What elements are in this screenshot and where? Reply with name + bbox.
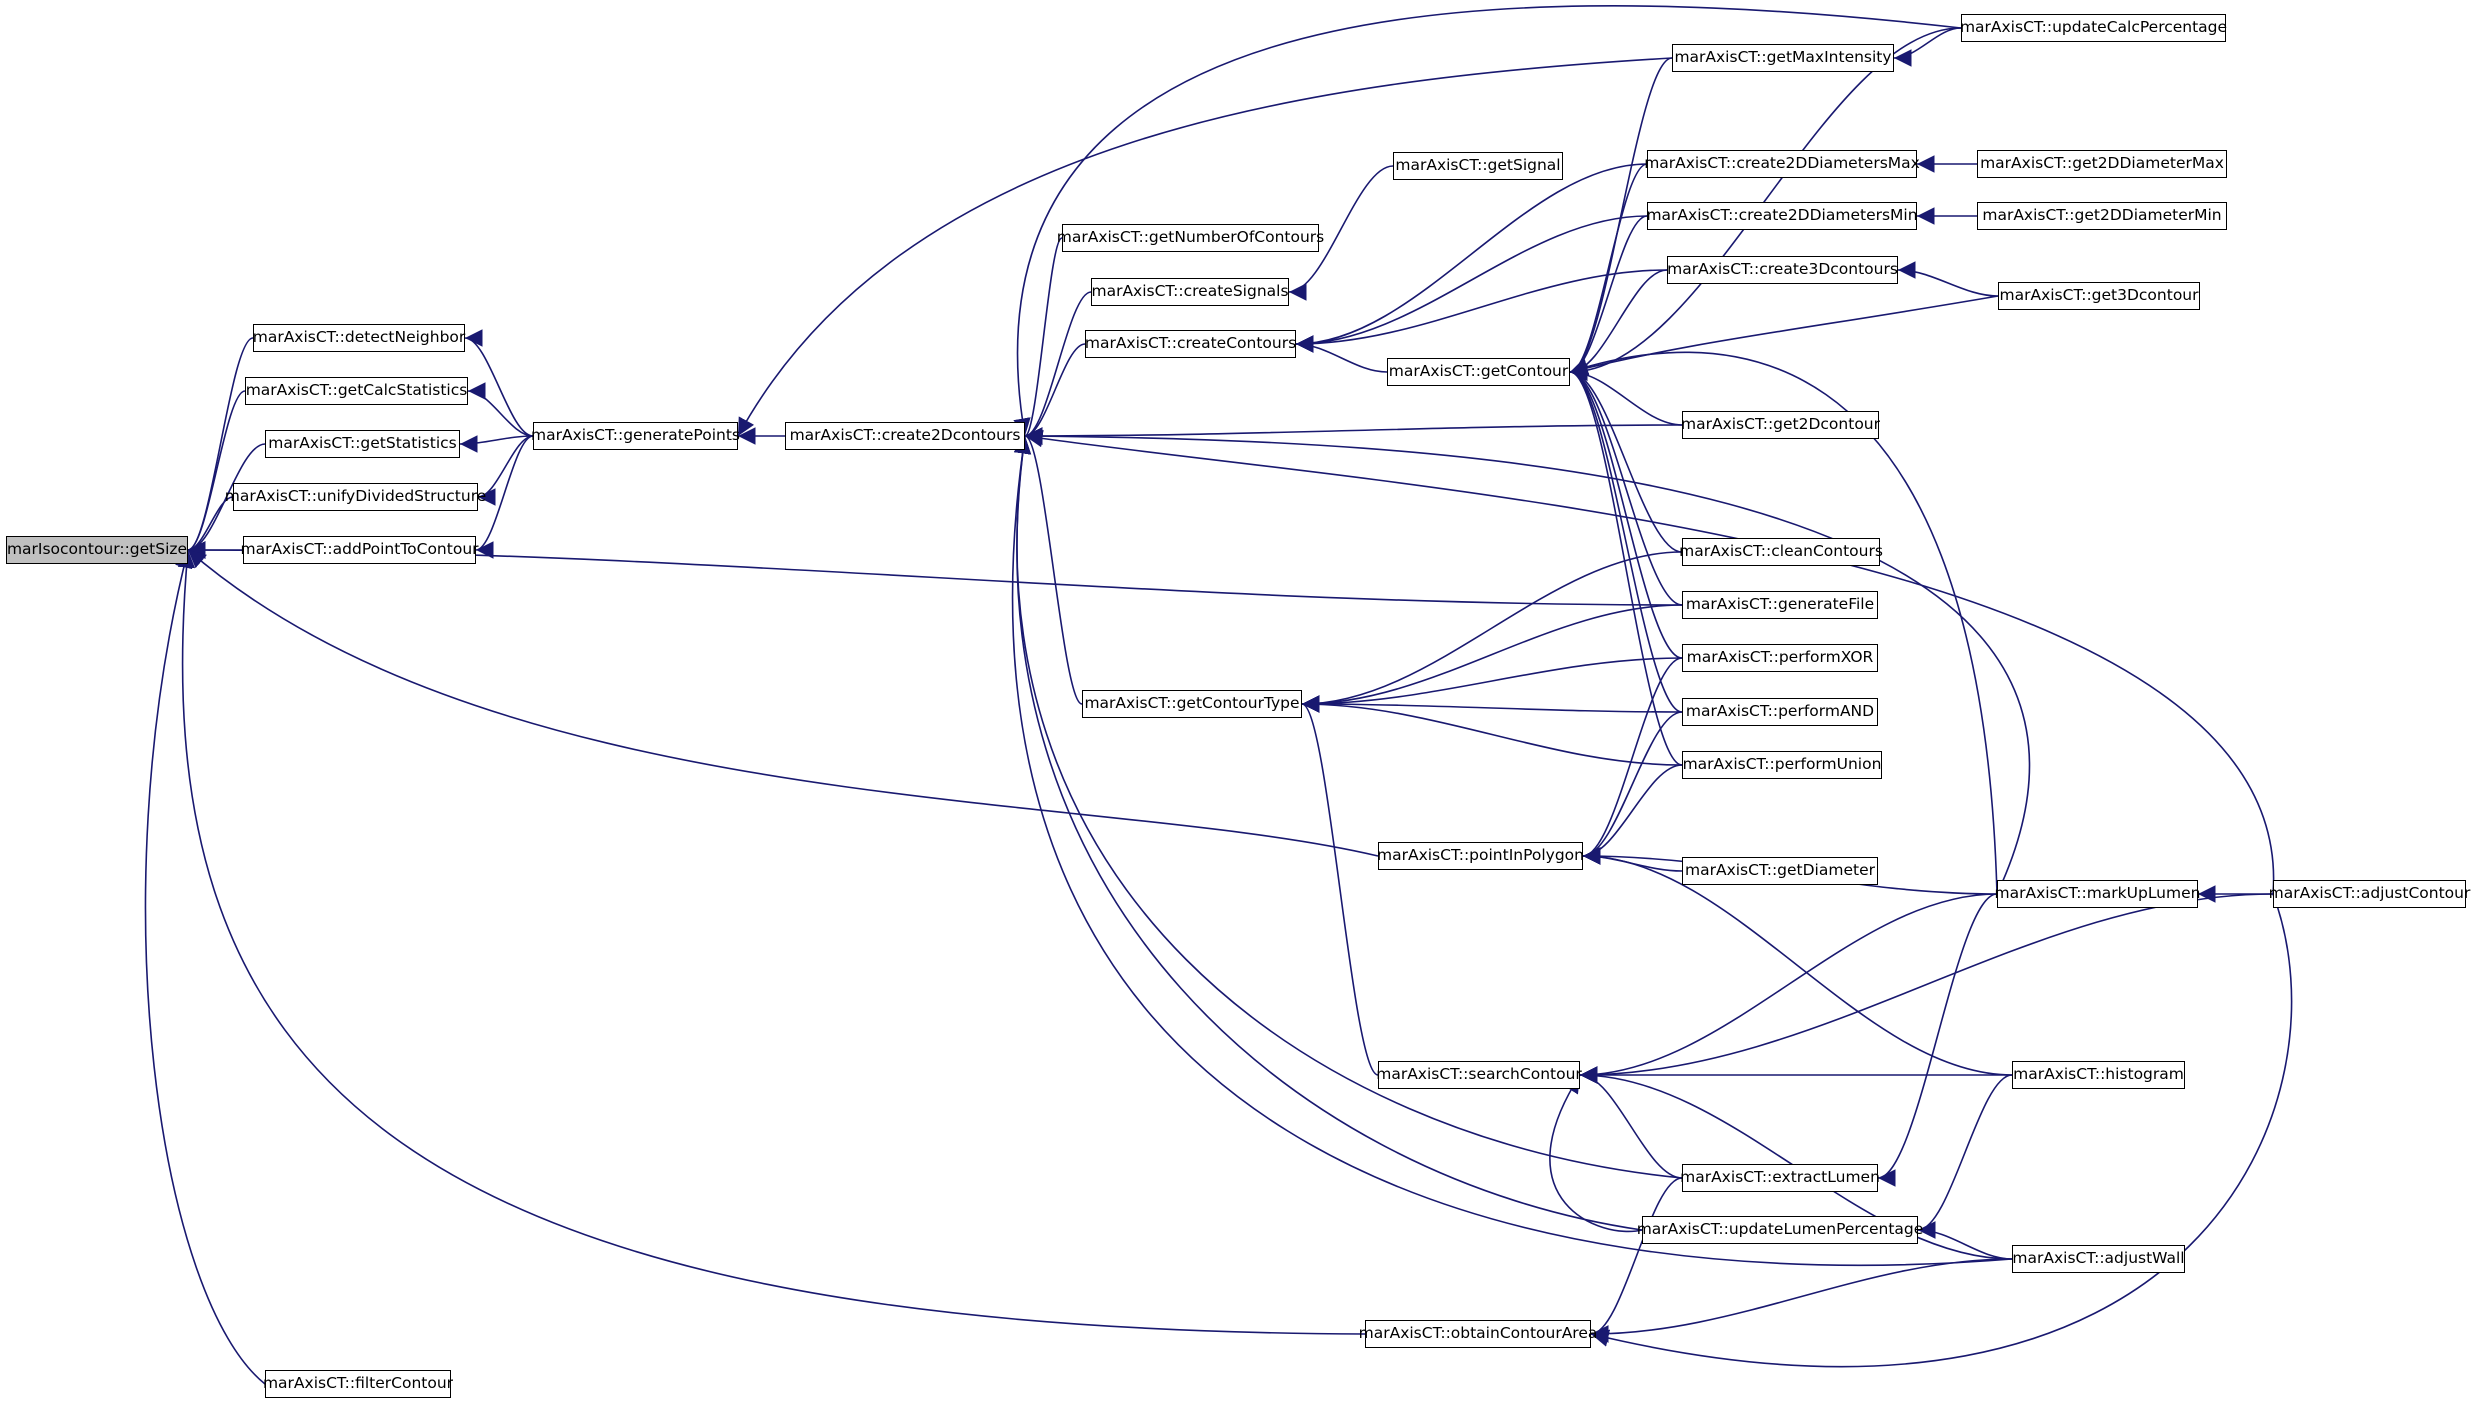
node-pointInPolygon[interactable]: marAxisCT::pointInPolygon [1377,842,1584,870]
edge-performUnion-to-pointInPolygon [1582,764,1683,865]
node-createContours[interactable]: marAxisCT::createContours [1085,330,1296,358]
edge-getMaxIntensity-to-generatePoints [737,57,1673,437]
node-create2DDiametersMax[interactable]: marAxisCT::create2DDiametersMax [1644,150,1920,178]
edge-filterContour-to-getSize [144,549,266,1385]
node-filterContour[interactable]: marAxisCT::filterContour [263,1370,453,1398]
edge-get3Dcontour-to-create3Dcontours [1897,261,1999,297]
node-getMaxIntensity[interactable]: marAxisCT::getMaxIntensity [1672,44,1894,72]
node-get2DDiameterMax[interactable]: marAxisCT::get2DDiameterMax [1977,150,2227,178]
node-performUnion[interactable]: marAxisCT::performUnion [1682,751,1882,779]
edge-generateFile-to-getContourType [1301,604,1683,713]
node-addPointToContour[interactable]: marAxisCT::addPointToContour [240,536,479,564]
edge-getSignal-to-createSignals [1288,165,1394,301]
edge-cleanContours-to-getContourType [1301,551,1683,713]
node-performXOR[interactable]: marAxisCT::performXOR [1682,644,1878,672]
edge-generatePoints-to-addPointToContour [475,435,534,559]
edge-get2Dcontour-to-create2Dcontours [1024,424,1683,445]
node-adjustContour[interactable]: marAxisCT::adjustContour [2269,880,2470,908]
node-cleanContours[interactable]: marAxisCT::cleanContours [1679,538,1883,566]
edge-performAND-to-getContourType [1301,695,1683,713]
node-histogram[interactable]: marAxisCT::histogram [2012,1061,2185,1089]
node-getDiameter[interactable]: marAxisCT::getDiameter [1682,857,1878,885]
edge-searchContour-to-getContourType [1301,695,1379,1076]
edge-get3Dcontour-to-getContour [1569,295,1999,377]
node-createSignals[interactable]: marAxisCT::createSignals [1091,278,1289,306]
edge-updateCalcPercentage-to-getMaxIntensity [1893,27,1962,67]
node-get2DDiameterMin[interactable]: marAxisCT::get2DDiameterMin [1977,202,2227,230]
edge-performUnion-to-getContourType [1301,695,1683,766]
node-searchContour[interactable]: marAxisCT::searchContour [1376,1061,1582,1089]
edge-adjustContour-to-create2Dcontours [1024,429,2275,895]
edge-create2DDiametersMax-to-getContour [1569,163,1648,381]
edge-generatePoints-to-getStatistics [459,435,534,453]
edge-markUpLumen-to-getContour [1569,351,1998,895]
node-getContourType[interactable]: marAxisCT::getContourType [1082,690,1302,718]
node-generateFile[interactable]: marAxisCT::generateFile [1682,591,1878,619]
node-markUpLumen[interactable]: marAxisCT::markUpLumen [1995,880,2200,908]
node-updateLumenPercentage[interactable]: marAxisCT::updateLumenPercentage [1637,1216,1923,1244]
node-get3Dcontour[interactable]: marAxisCT::get3Dcontour [1998,282,2200,310]
node-get2Dcontour[interactable]: marAxisCT::get2Dcontour [1681,411,1880,439]
edge-adjustContour-to-obtainContourArea [1590,893,2293,1368]
node-getContour[interactable]: marAxisCT::getContour [1387,358,1570,386]
node-getSize[interactable]: marIsocontour::getSize [6,536,188,564]
edge-obtainContourArea-to-getSize [177,549,1366,1335]
edge-histogram-to-pointInPolygon [1582,847,2013,1076]
edge-performXOR-to-getContourType [1301,657,1683,713]
node-adjustWall[interactable]: marAxisCT::adjustWall [2012,1245,2185,1273]
edge-performAND-to-pointInPolygon [1582,711,1683,865]
edge-markUpLumen-to-searchContour [1579,893,1998,1084]
node-getCalcStatistics[interactable]: marAxisCT::getCalcStatistics [245,377,468,405]
edge-extractLumen-to-searchContour [1579,1066,1683,1179]
edge-performXOR-to-pointInPolygon [1582,657,1683,865]
edge-generatePoints-to-detectNeighbor [464,329,534,437]
node-create3Dcontours[interactable]: marAxisCT::create3Dcontours [1667,256,1898,284]
node-create2DDiametersMin[interactable]: marAxisCT::create2DDiametersMin [1646,202,1918,230]
edge-generatePoints-to-unifyDividedStructure [477,435,534,506]
node-detectNeighbor[interactable]: marAxisCT::detectNeighbor [253,324,465,352]
edge-getContour-to-createContours [1295,335,1388,373]
node-generatePoints[interactable]: marAxisCT::generatePoints [531,422,740,450]
node-getNumberOfContours[interactable]: marAxisCT::getNumberOfContours [1057,224,1324,252]
edge-pointInPolygon-to-getSize [187,549,1379,857]
edge-updateCalcPercentage-to-create2Dcontours [1013,5,1962,437]
edge-adjustWall-to-obtainContourArea [1590,1258,2013,1343]
edge-getNumberOfContours-to-create2Dcontours [1024,237,1063,445]
edge-createSignals-to-create2Dcontours [1024,291,1092,445]
edge-generateFile-to-getContour [1569,363,1683,606]
edge-create2DDiametersMax-to-createContours [1295,163,1648,353]
edge-extractLumen-to-obtainContourArea [1590,1177,1683,1343]
edge-get2Dcontour-to-getContour [1569,363,1683,426]
edge-getContourType-to-create2Dcontours [1024,427,1083,705]
node-performAND[interactable]: marAxisCT::performAND [1682,698,1878,726]
edge-updateLumenPercentage-to-create2Dcontours [1013,435,1643,1231]
node-getStatistics[interactable]: marAxisCT::getStatistics [265,430,460,458]
edge-updateLumenPercentage-to-searchContour [1549,1074,1643,1233]
node-obtainContourArea[interactable]: marAxisCT::obtainContourArea [1359,1320,1597,1348]
node-unifyDividedStructure[interactable]: marAxisCT::unifyDividedStructure [225,483,486,511]
edge-adjustWall-to-updateLumenPercentage [1917,1221,2013,1260]
node-extractLumen[interactable]: marAxisCT::extractLumen [1680,1164,1880,1192]
edge-create2DDiametersMin-to-createContours [1295,215,1648,353]
edge-histogram-to-updateLumenPercentage [1917,1074,2013,1239]
edge-updateCalcPercentage-to-getContour [1569,27,1962,381]
edge-createContours-to-create2Dcontours [1024,343,1086,445]
edge-generatePoints-to-getCalcStatistics [467,382,534,437]
edge-performUnion-to-getContour [1569,363,1683,766]
node-create2Dcontours[interactable]: marAxisCT::create2Dcontours [785,422,1025,450]
edge-performAND-to-getContour [1569,363,1683,713]
edge-adjustWall-to-create2Dcontours [1011,435,2013,1266]
edge-getCalcStatistics-to-getSize [187,390,246,559]
edge-extractLumen-to-create2Dcontours [1013,435,1683,1179]
node-getSignal[interactable]: marAxisCT::getSignal [1393,152,1563,180]
node-updateCalcPercentage[interactable]: marAxisCT::updateCalcPercentage [1960,14,2227,42]
edge-performXOR-to-getContour [1569,363,1683,659]
edge-markUpLumen-to-extractLumen [1877,893,1998,1187]
edge-detectNeighbor-to-getSize [187,337,254,559]
edge-markUpLumen-to-create2Dcontours [1024,427,2030,895]
